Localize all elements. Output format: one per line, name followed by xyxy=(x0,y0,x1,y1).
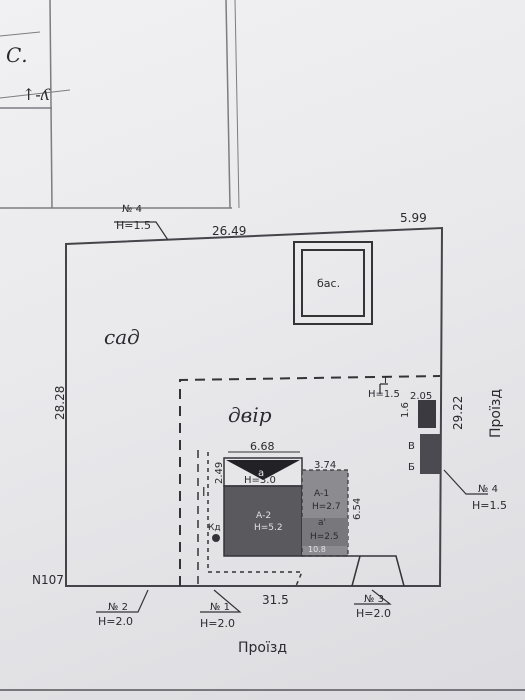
neighbor-label-mark: ↑-ʎ xyxy=(22,85,51,104)
gate-label: Г xyxy=(384,375,390,386)
marker-s3-number: № 3 xyxy=(364,594,384,605)
shed-height-dim: 1.6 xyxy=(400,402,411,418)
garden-label: сад xyxy=(104,325,140,349)
house-offset-dim: 3.74 xyxy=(314,460,336,471)
yard-dashed-boundary xyxy=(179,375,441,586)
gate-mark xyxy=(379,383,388,394)
north-edge-right-dim: 5.99 xyxy=(400,211,427,225)
well-symbol xyxy=(212,534,220,542)
marker-north-height: Н=1.5 xyxy=(116,219,151,232)
west-edge-dim: 28.28 xyxy=(53,386,67,420)
marker-s1-height: Н=2.0 xyxy=(200,617,235,630)
shed-b-label: Б xyxy=(408,462,415,473)
marker-east-height: Н=1.5 xyxy=(472,499,507,512)
pool-outline xyxy=(293,241,373,325)
marker-east-number: № 4 xyxy=(478,484,498,495)
neighbor-plot-fragment xyxy=(0,0,240,209)
house-width-dim: 6.68 xyxy=(250,440,275,453)
marker-sw-height: Н=2.0 xyxy=(98,615,133,628)
marker-s1-number: № 1 xyxy=(210,602,230,613)
annex-height: Н=2.7 xyxy=(312,502,341,512)
main-house-height: Н=5.2 xyxy=(254,523,283,533)
house-block xyxy=(207,452,405,587)
well-label: Кд xyxy=(208,523,221,533)
marker-s3-height: Н=2.0 xyxy=(356,607,391,620)
porch-height: Н=3.0 xyxy=(244,475,276,486)
shed-v xyxy=(420,434,440,454)
yard-label: двір xyxy=(228,403,272,427)
neighbor-label-c: С. xyxy=(6,43,28,67)
shed-v-label: В xyxy=(408,441,415,452)
shed-width-dim: 2.05 xyxy=(410,391,432,402)
shed-b xyxy=(420,454,440,474)
street-label-east: Проїзд xyxy=(488,389,504,438)
north-edge-dim: 26.49 xyxy=(212,224,246,238)
marker-north-number: № 4 xyxy=(122,204,142,215)
house-bottom-dim: 10.8 xyxy=(308,545,326,554)
marker-sw-number: № 2 xyxy=(108,602,128,613)
marker-leaders xyxy=(96,221,488,613)
gate-height: Н=1.5 xyxy=(368,389,400,400)
annex-sub-letter: а' xyxy=(318,518,326,528)
annex-letter: А-1 xyxy=(314,489,329,499)
house-depth-dim: 2.49 xyxy=(214,462,225,484)
main-house-letter: А-2 xyxy=(256,511,271,521)
east-edge-dim: 29.22 xyxy=(451,396,465,430)
house-side-dim: 6.54 xyxy=(352,498,363,520)
south-edge-dim: 31.5 xyxy=(262,593,289,607)
plot-boundary xyxy=(65,226,444,587)
annex-sub-height: Н=2.5 xyxy=(310,532,339,542)
shed-top xyxy=(418,400,436,428)
fence-marker: І xyxy=(202,485,206,499)
corner-code: N107 xyxy=(32,573,64,587)
porch-letter: а xyxy=(258,468,264,479)
street-label-south: Проїзд xyxy=(238,640,287,656)
pool-label: бас. xyxy=(317,277,340,290)
